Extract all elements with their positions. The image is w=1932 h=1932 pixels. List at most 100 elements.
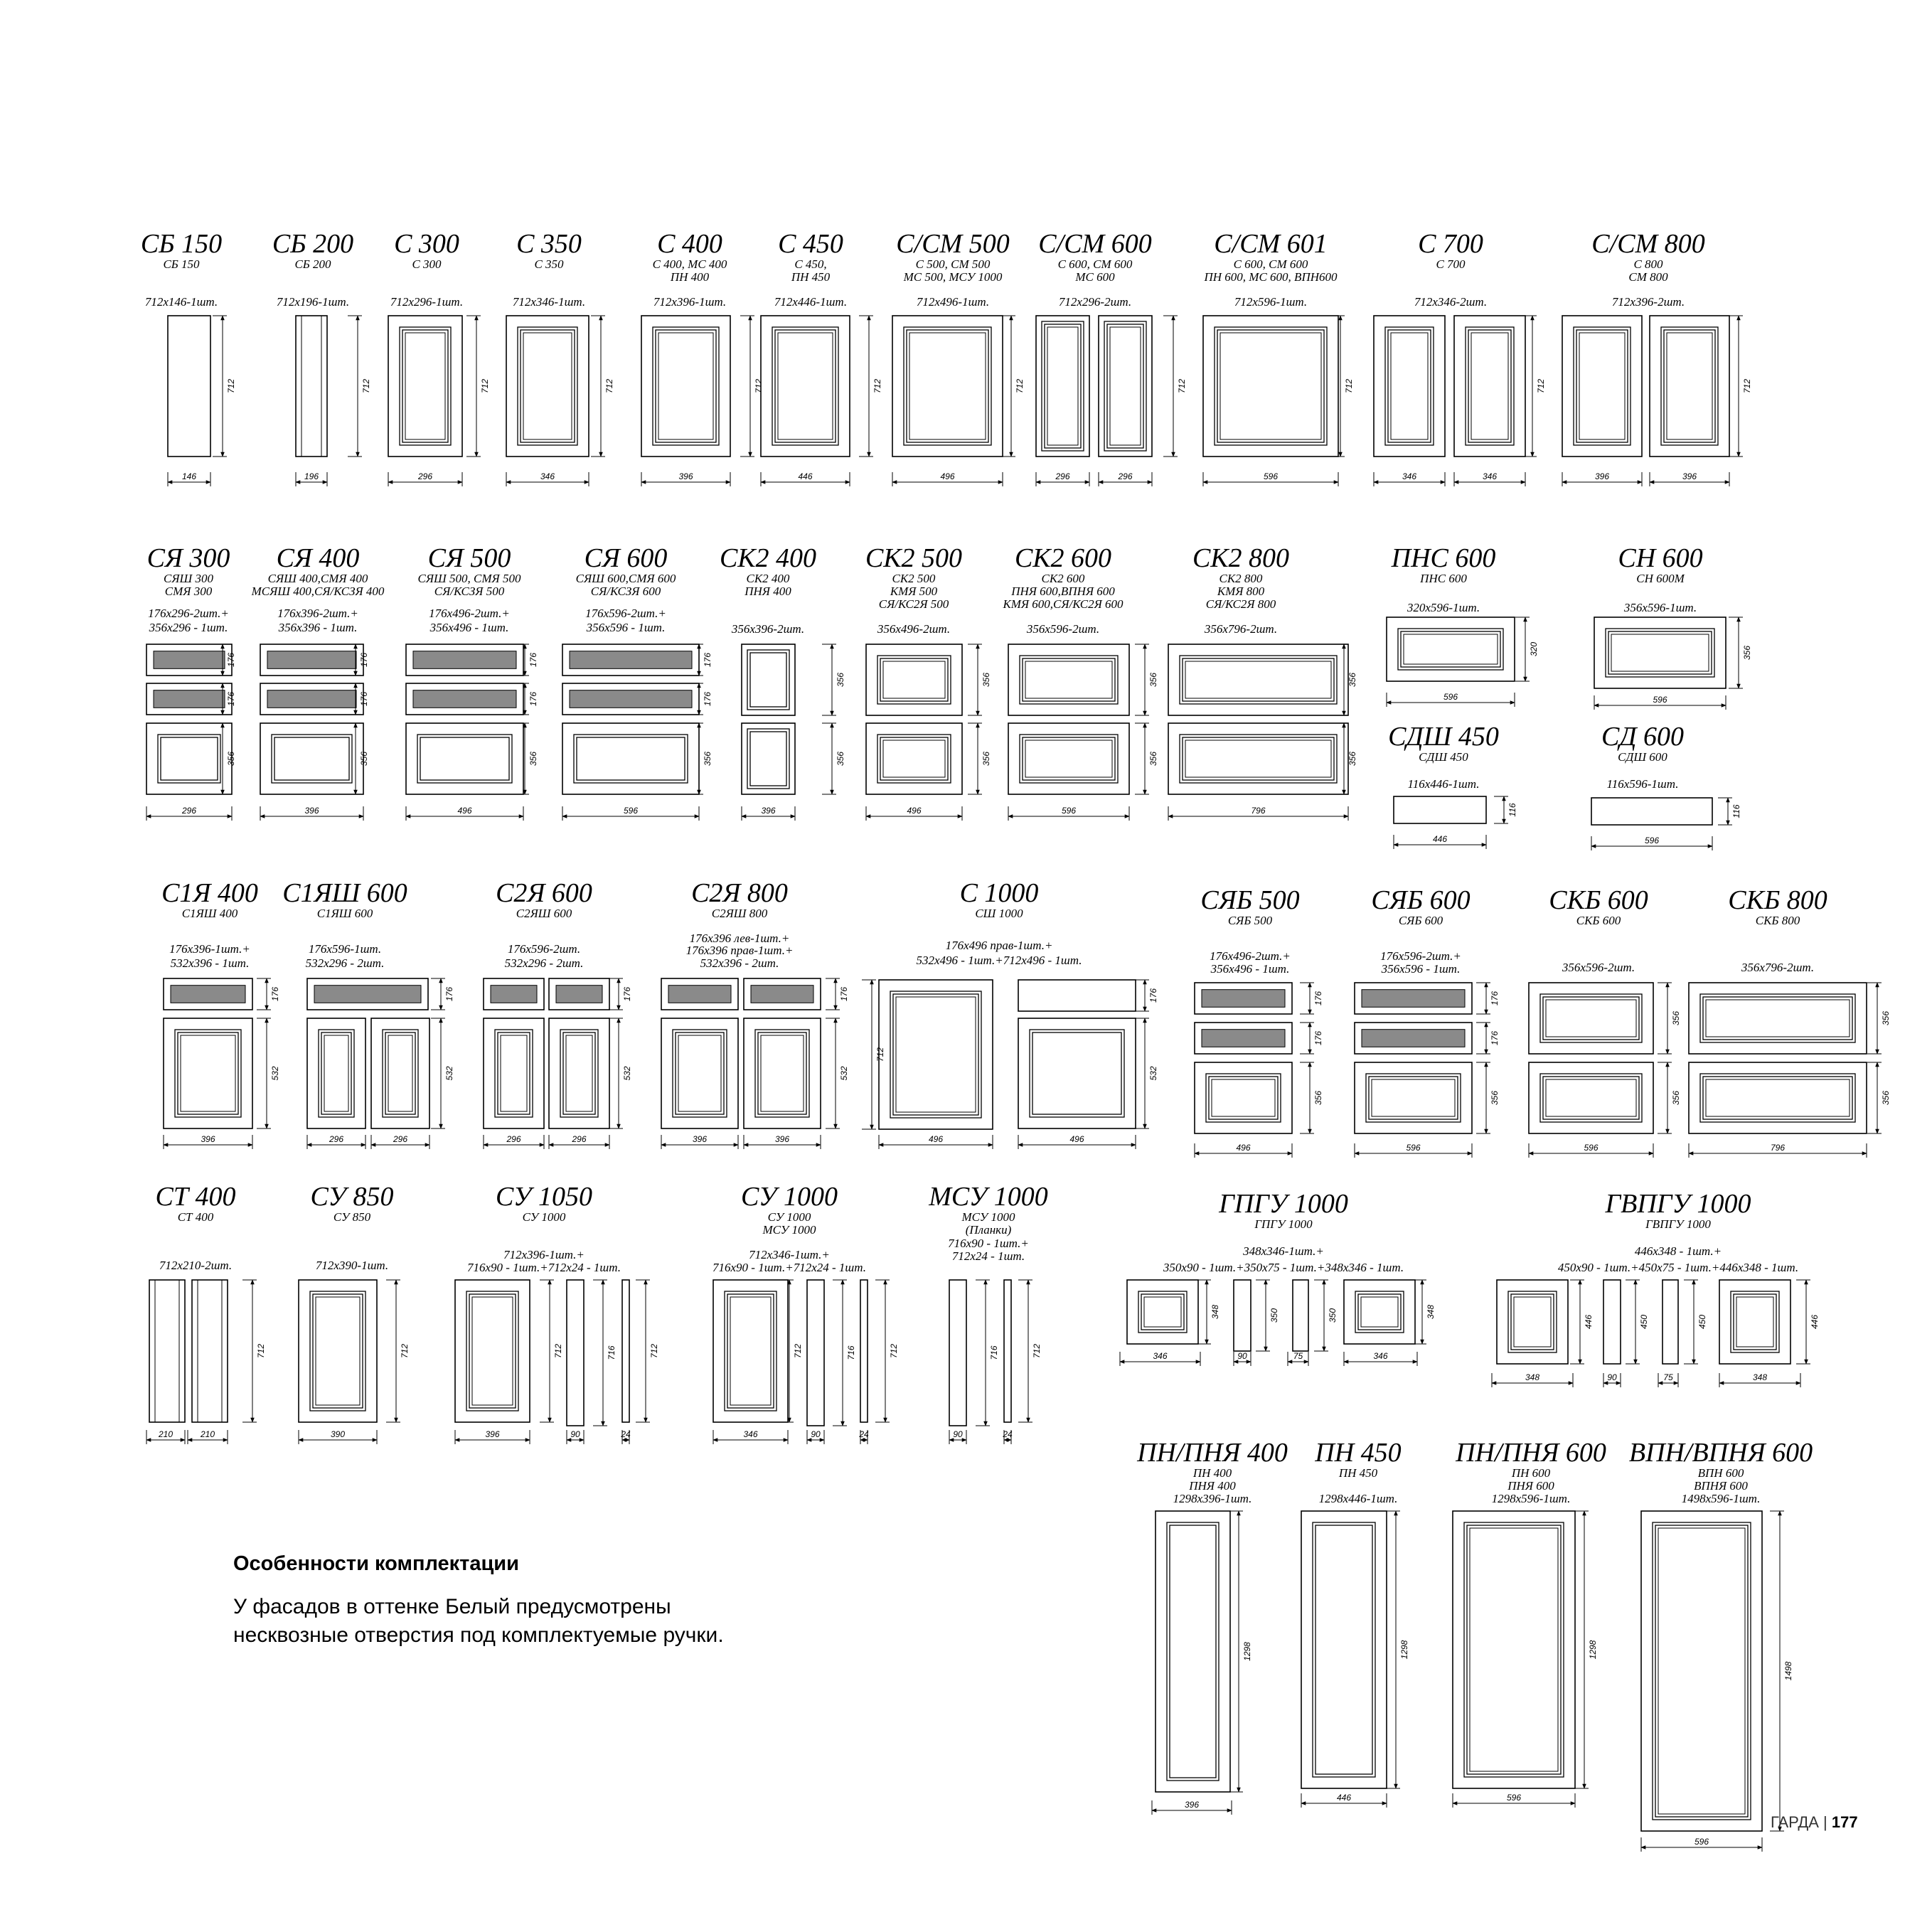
item-models-line: КМЯ 600,СЯ/КС2Я 600 xyxy=(1002,597,1124,611)
facade-panel xyxy=(548,1018,610,1129)
item-spec-line: 176x596-2шт.+ xyxy=(585,607,666,620)
panel-frame xyxy=(1371,1079,1456,1117)
item-spec-line: 176x496-2шт.+ xyxy=(429,607,510,620)
height-dimension-label: 350 xyxy=(1269,1308,1279,1323)
item-models-line: СБ 200 xyxy=(294,257,331,271)
item-models-line: ПН 400 xyxy=(670,270,710,284)
width-dimension-label: 24 xyxy=(1002,1429,1013,1439)
facade-panel xyxy=(1008,644,1130,716)
item-models-line: ПНЯ 600,ВПНЯ 600 xyxy=(1010,585,1115,598)
height-dimension-label: 1298 xyxy=(1588,1640,1598,1659)
height-dimension-label: 716 xyxy=(846,1345,856,1360)
panel-frame xyxy=(1699,1073,1856,1123)
item-title: СК2 400 xyxy=(720,543,816,573)
width-dimension-label: 396 xyxy=(1682,471,1697,481)
panel-frame xyxy=(318,1029,355,1118)
item-models-line: С1ЯШ 600 xyxy=(317,907,373,920)
panel-frame xyxy=(321,1032,352,1115)
panel-frame xyxy=(177,1032,239,1115)
panel-frame xyxy=(1471,332,1509,440)
panel-frame xyxy=(1663,329,1716,443)
height-dimension-label: 356 xyxy=(1671,1011,1681,1025)
width-dimension-label: 596 xyxy=(1645,836,1659,845)
drawer-inset xyxy=(170,985,246,1003)
drawer-inset xyxy=(1361,989,1466,1008)
width-dimension-label: 596 xyxy=(1653,695,1667,705)
panel-frame xyxy=(1658,1527,1746,1815)
item-title: ПН/ПНЯ 400 xyxy=(1136,1438,1288,1468)
item-title: СК2 500 xyxy=(865,543,962,573)
height-dimension-label: 356 xyxy=(836,752,845,766)
panel-frame xyxy=(747,728,790,789)
item-spec-line: 712x296-2шт. xyxy=(1059,295,1131,309)
facade-panel xyxy=(306,1018,366,1129)
panel-frame xyxy=(1109,326,1141,446)
width-dimension-label: 496 xyxy=(940,471,954,481)
width-dimension-label: 296 xyxy=(571,1134,586,1144)
item-title: СУ 850 xyxy=(311,1182,394,1212)
item-models-line: СК2 500 xyxy=(892,572,936,585)
item-models-line: ВПНЯ 600 xyxy=(1694,1479,1748,1493)
height-dimension-label: 712 xyxy=(889,1344,899,1358)
panel-frame xyxy=(417,734,513,784)
height-dimension-label: 712 xyxy=(1536,379,1546,393)
item-models-line: С2ЯШ 800 xyxy=(712,907,768,920)
item-title: СТ 400 xyxy=(156,1182,236,1212)
panel-frame xyxy=(420,737,510,781)
item-title: СБ 150 xyxy=(141,229,222,259)
panel-frame xyxy=(180,1035,236,1112)
width-dimension-label: 296 xyxy=(417,471,432,481)
height-dimension-label: 532 xyxy=(444,1066,454,1080)
panel-frame xyxy=(494,1029,533,1118)
facade-panel xyxy=(1168,722,1349,795)
panel-frame xyxy=(1733,1293,1777,1350)
panel-frame xyxy=(777,332,833,440)
panel-frame xyxy=(1138,1291,1188,1333)
facade-panel xyxy=(1008,722,1130,795)
drawer-inset xyxy=(412,651,517,669)
item-models-line: ГВПГУ 1000 xyxy=(1645,1217,1711,1231)
panel-frame xyxy=(1465,326,1515,446)
width-dimension-label: 396 xyxy=(761,806,775,816)
width-dimension-label: 24 xyxy=(620,1429,631,1439)
facade-panel xyxy=(1386,617,1515,682)
drawer-inset xyxy=(750,985,814,1003)
panel-frame xyxy=(747,649,790,710)
panel-frame xyxy=(1047,326,1079,446)
width-dimension-label: 75 xyxy=(1663,1372,1673,1382)
panel-frame xyxy=(892,993,979,1116)
panel-frame xyxy=(1510,1293,1554,1350)
panel-frame xyxy=(774,329,836,443)
panel-frame xyxy=(399,326,452,446)
item-models-line: СЯШ 600,СМЯ 600 xyxy=(576,572,676,585)
drawer-inset xyxy=(569,690,693,708)
panel-frame xyxy=(727,1293,774,1409)
footer-separator: | xyxy=(1823,1813,1827,1831)
panel-frame xyxy=(724,1291,777,1411)
item-spec-line: 176x596-2шт. xyxy=(508,942,580,956)
width-dimension-label: 346 xyxy=(1483,471,1497,481)
facade-panel xyxy=(661,1018,739,1129)
facade-panel xyxy=(1662,1279,1679,1365)
panel-frame xyxy=(1702,996,1853,1040)
panel-frame xyxy=(675,1032,725,1115)
panel-frame xyxy=(520,329,575,443)
item-models-line: СДШ 600 xyxy=(1618,750,1667,764)
item-spec-line: 446x348 - 1шт.+ xyxy=(1635,1244,1722,1258)
facade-panel xyxy=(370,1018,430,1129)
width-dimension-label: 90 xyxy=(953,1429,963,1439)
height-dimension-label: 712 xyxy=(1177,379,1187,393)
panel-frame xyxy=(402,329,449,443)
item-title: С/СМ 601 xyxy=(1214,229,1327,259)
item-title: ГВПГУ 1000 xyxy=(1605,1189,1751,1219)
panel-frame xyxy=(1182,737,1335,781)
panel-frame xyxy=(1166,1522,1219,1781)
item-models-line: СЯ/КС2Я 800 xyxy=(1206,597,1276,611)
panel-frame xyxy=(1660,326,1719,446)
facade-panel xyxy=(388,315,463,457)
item-title: С/СМ 500 xyxy=(896,229,1009,259)
